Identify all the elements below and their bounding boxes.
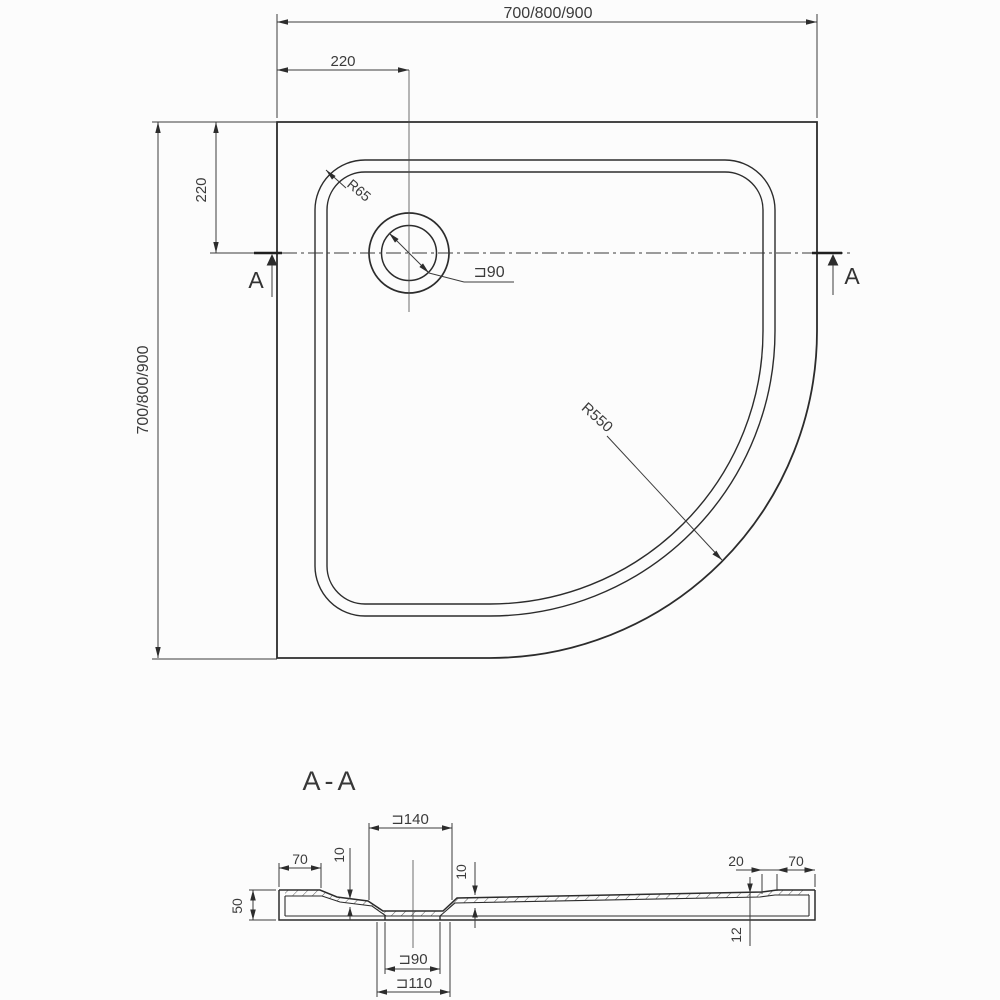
section-letter-right: A xyxy=(844,263,860,289)
drain-offset-y-label: 220 xyxy=(193,177,210,202)
basin-rim-inner xyxy=(326,171,764,605)
section-letter-left: A xyxy=(248,267,264,293)
dim-skirt-height: 12 xyxy=(728,877,753,946)
drain-offset-x-label: 220 xyxy=(330,53,355,70)
transition-width-label: 20 xyxy=(728,853,744,869)
corner-radius-label: R65 xyxy=(344,176,374,205)
skirt-height-label: 12 xyxy=(728,927,744,943)
plan-width-label: 700/800/900 xyxy=(504,5,593,22)
plan-height-label: 700/800/900 xyxy=(135,345,152,434)
recess-diameter-label: ⊐140 xyxy=(391,811,429,828)
dim-drain-offset-x: 220 xyxy=(277,53,409,73)
dim-drain-flange: ⊐110 xyxy=(376,922,451,997)
dim-drain-hole: ⊐90 xyxy=(384,922,441,974)
plan-view: 700/800/900 220 700/800/900 220 xyxy=(135,5,860,660)
tray-outline xyxy=(276,121,818,659)
leader-drain-diameter: ⊐90 xyxy=(388,232,514,283)
rim-left-label: 70 xyxy=(292,851,308,867)
dim-right-rim: 20 70 xyxy=(728,853,816,894)
dim-tray-height: 50 xyxy=(229,889,276,921)
step-mid-label: 10 xyxy=(453,864,469,880)
dim-plan-width: 700/800/900 xyxy=(276,5,818,118)
leader-front-radius: R550 xyxy=(578,399,723,561)
section-marker-left: A xyxy=(248,251,282,297)
rim-right-label: 70 xyxy=(788,853,804,869)
drain-hole-label: ⊐90 xyxy=(398,951,427,968)
dim-recess-diameter: ⊐140 xyxy=(368,811,453,900)
section-title: A-A xyxy=(302,766,359,796)
dim-rim-left: 70 xyxy=(278,851,322,888)
section-walls-bottom xyxy=(278,890,816,921)
section-marker-right: A xyxy=(812,251,860,295)
dim-step-left: 10 xyxy=(331,847,353,920)
shell-hatch xyxy=(285,890,809,916)
drain-flange-label: ⊐110 xyxy=(396,975,432,992)
step-left-label: 10 xyxy=(331,847,347,863)
basin-rim-outer xyxy=(314,159,776,617)
dim-step-mid: 10 xyxy=(453,862,478,928)
tray-height-label: 50 xyxy=(229,898,245,914)
section-view: A-A ⊐140 70 xyxy=(229,766,816,997)
dim-drain-offset-y: 220 xyxy=(193,122,256,254)
front-radius-label: R550 xyxy=(578,399,616,436)
dim-plan-height: 700/800/900 xyxy=(135,121,277,660)
drain-diameter-label: ⊐90 xyxy=(473,264,504,281)
